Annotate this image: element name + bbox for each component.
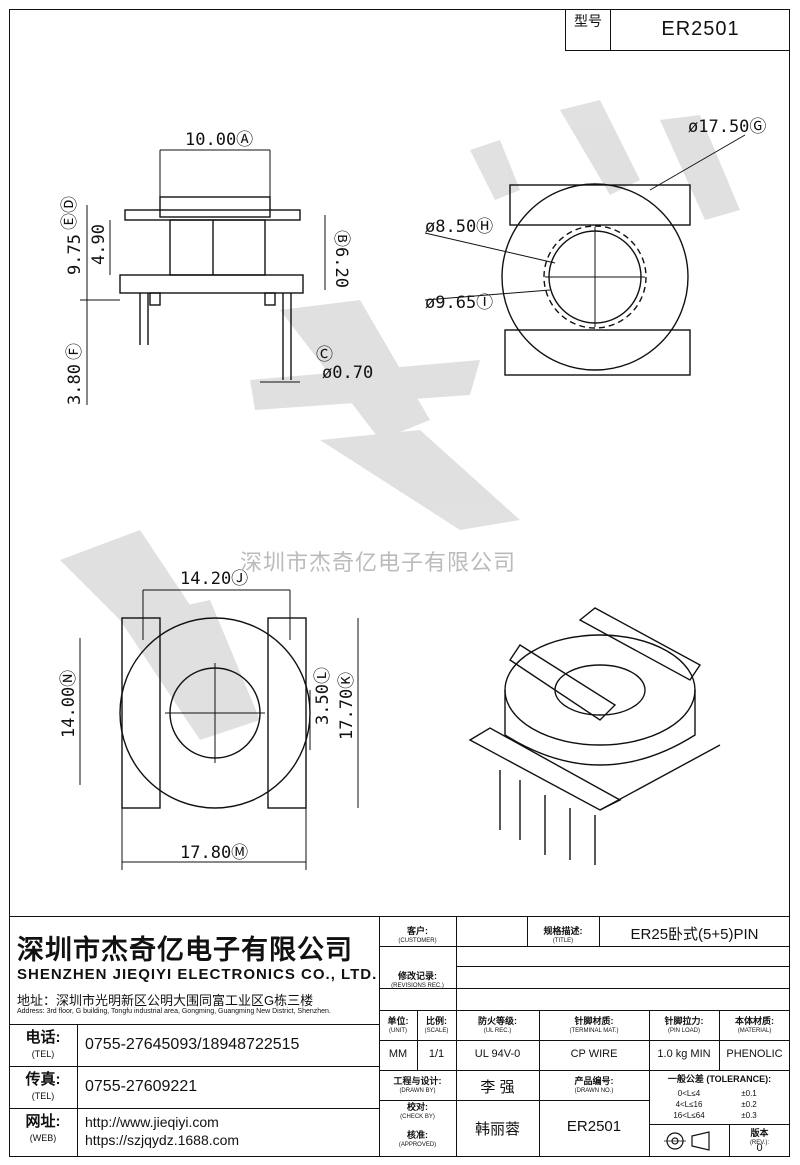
dim-k: 17.70Ⓚ (337, 672, 357, 740)
fax-value: 0755-27609221 (85, 1078, 198, 1095)
model-label: 型号 (566, 9, 611, 51)
title-value: ER25卧式(5+5)PIN (630, 926, 759, 943)
revisions-label: 修改记录:(REVISIONS REC.) (391, 971, 444, 989)
dim-h: ø8.50Ⓗ (425, 217, 493, 237)
drawn-no-value: ER2501 (566, 1118, 622, 1135)
tel-label: 电话:(TEL) (25, 1029, 61, 1060)
approved-label: 核准:(APPROVED) (398, 1130, 437, 1148)
dim-f: Ⓕ (65, 343, 85, 360)
dim-pin-dia: ø0.70 (322, 363, 373, 383)
tol-range-1: 0<L≤4 (677, 1089, 701, 1098)
dim-l: 3.50Ⓛ (313, 667, 333, 725)
pin-load-value: 1.0 kg MIN (657, 1048, 711, 1060)
scale-value: 1/1 (428, 1048, 445, 1060)
projection-symbol-icon (664, 1131, 710, 1151)
fax-label: 传真:(TEL) (25, 1071, 61, 1102)
tol-value-1: ±0.1 (741, 1089, 757, 1098)
dim-c: Ⓒ (316, 345, 333, 365)
check-by-value: 韩丽蓉 (474, 1121, 520, 1138)
unit-value: MM (388, 1048, 408, 1060)
web-link-2[interactable]: https://szjqydz.1688.com (85, 1132, 240, 1148)
dim-4-90: 4.90 (89, 224, 109, 265)
drawing-frame (9, 9, 790, 1157)
tol-value-3: ±0.3 (741, 1111, 757, 1120)
drawn-by-label: 工程与设计:(DRAWN BY) (393, 1076, 442, 1094)
pin-load-label: 针脚拉力:(PIN LOAD) (664, 1016, 704, 1034)
title-block: 深圳市杰奇亿电子有限公司 SHENZHEN JIEQIYI ELECTRONIC… (9, 916, 790, 1157)
model-value: ER2501 (661, 18, 740, 40)
watermark-text: 深圳市杰奇亿电子有限公司 (240, 550, 517, 575)
web-label: 网址:(WEB) (25, 1113, 61, 1144)
dim-j: 14.20Ⓙ (180, 569, 248, 589)
dim-n: 14.00Ⓝ (59, 670, 79, 738)
address-en: Address: 3rd floor, G building, Tongfu i… (17, 1008, 331, 1015)
tol-range-2: 4<L≤16 (675, 1100, 703, 1109)
model-box: 型号 ER2501 (565, 9, 790, 51)
dim-g: ø17.50Ⓖ (688, 117, 766, 137)
drawn-by-value: 李 强 (480, 1079, 515, 1096)
material-value: PHENOLIC (726, 1048, 783, 1060)
tol-value-2: ±0.2 (741, 1100, 757, 1109)
check-by-label: 校对:(CHECK BY) (400, 1102, 435, 1120)
dim-3-80: 3.80 (65, 364, 85, 405)
unit-label: 单位:(UNIT) (387, 1016, 409, 1034)
dim-top-width: 10.00Ⓐ (185, 130, 253, 150)
company-name-en: SHENZHEN JIEQIYI ELECTRONICS CO., LTD. (17, 966, 378, 983)
dim-m: 17.80Ⓜ (180, 843, 248, 863)
tolerance-label: 一般公差 (TOLERANCE): (667, 1074, 772, 1084)
scale-label: 比例:(SCALE) (424, 1016, 449, 1034)
customer-label: 客户:(CUSTOMER) (398, 926, 437, 944)
material-label: 本体材质:(MATERIAL) (735, 1016, 774, 1034)
dim-e-d: ⒺⒹ (60, 196, 80, 230)
tel-value: 0755-27645093/18948722515 (85, 1036, 300, 1053)
rev-label: 版本(REV.): (749, 1128, 770, 1146)
terminal-value: CP WIRE (570, 1048, 618, 1060)
web-link-1[interactable]: http://www.jieqiyi.com (85, 1114, 219, 1130)
tol-range-3: 16<L≤64 (673, 1111, 705, 1120)
title-label: 规格描述:(TITLE) (543, 926, 583, 944)
company-name-cn: 深圳市杰奇亿电子有限公司 (17, 935, 353, 965)
ul-value: UL 94V-0 (474, 1048, 521, 1060)
dim-i: ø9.65Ⓘ (425, 293, 493, 313)
terminal-label: 针脚材质:(TERMINAL MAT.) (569, 1016, 619, 1034)
rev-value: 0 (756, 1142, 763, 1154)
watermark-logo (60, 100, 740, 740)
dim-9-75: 9.75 (65, 234, 85, 275)
address-cn: 地址：深圳市光明新区公明大围同富工业区G栋三楼 (17, 993, 314, 1008)
dim-6-20: Ⓑ6.20 (331, 230, 351, 288)
technical-drawing: 10.00Ⓐ ⒺⒹ 9.75 4.90 Ⓑ6.20 Ⓕ 3.80 Ⓒ ø0.70… (59, 100, 766, 870)
ul-label: 防火等级:(UL REC.) (478, 1016, 517, 1034)
drawn-no-label: 产品编号:(DRAWN NO.) (574, 1076, 614, 1094)
